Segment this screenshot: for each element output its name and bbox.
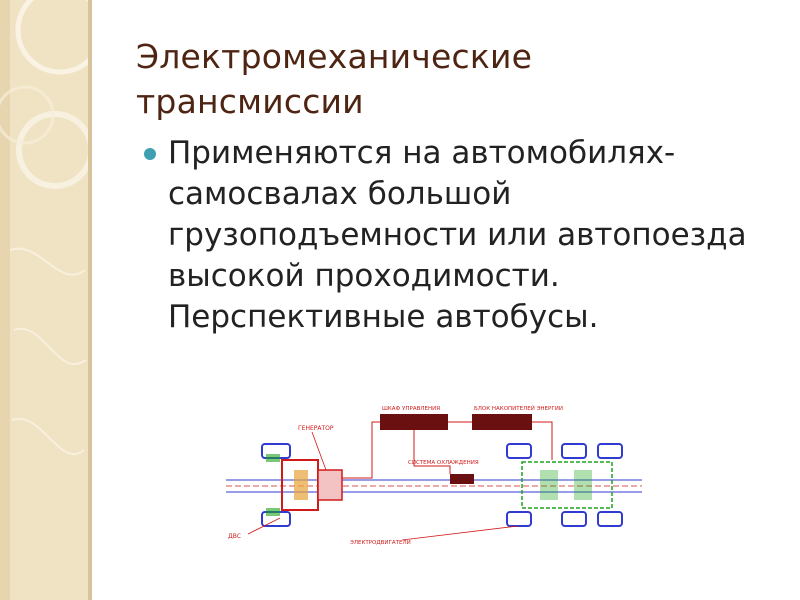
label-motor-wheels: ЭЛЕКТРОДВИГАТЕЛИ: [350, 540, 411, 546]
power-line: [342, 421, 380, 479]
label-cooling-system: СИСТЕМА ОХЛАЖДЕНИЯ: [408, 460, 479, 466]
front-wheels: [261, 443, 291, 527]
label-energy-storage: БЛОК НАКОПИТЕЛЕЙ ЭНЕРГИИ: [474, 405, 563, 412]
cooling-block: [450, 474, 474, 484]
decorative-sidebar: [0, 0, 92, 600]
bullet-text: Применяются на автомобилях-самосвалах бо…: [168, 135, 747, 335]
sidebar-ornament: [0, 0, 92, 456]
sidebar-edge: [88, 0, 92, 600]
ice-engine: [281, 459, 319, 511]
control-cabinet-block: [380, 414, 448, 430]
rear-wheel-motors: [506, 443, 623, 527]
label-ice: ДВС: [228, 533, 241, 540]
energy-storage-block: [472, 414, 532, 430]
generator-block: [317, 469, 343, 501]
power-line: [532, 421, 553, 460]
electromechanical-transmission-diagram: ГЕНЕРАТОР ШКАФ УПРАВЛЕНИЯ БЛОК НАКОПИТЕЛ…: [226, 405, 642, 546]
label-generator: ГЕНЕРАТОР: [298, 425, 334, 432]
power-line: [413, 430, 451, 474]
label-control-cabinet: ШКАФ УПРАВЛЕНИЯ: [382, 406, 440, 412]
sidebar-stripe: [0, 0, 10, 600]
slide-title: Электромеханические трансмиссии: [136, 37, 533, 121]
bullet-icon: [144, 148, 156, 160]
